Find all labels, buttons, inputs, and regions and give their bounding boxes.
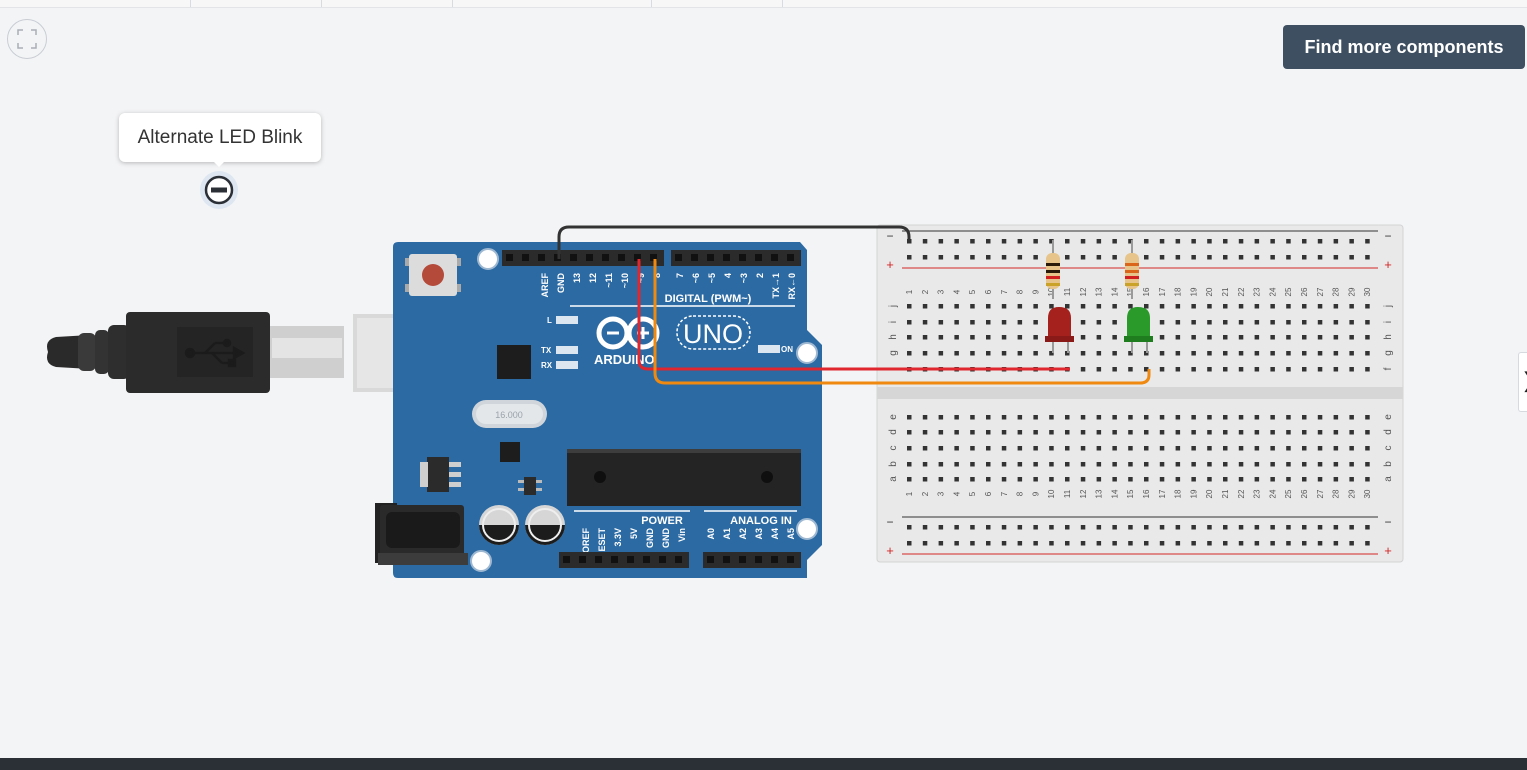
chevron-right-icon: ❯ (1522, 368, 1527, 393)
resistor-green-led[interactable] (1125, 240, 1139, 299)
resistor-red-led[interactable] (1046, 240, 1060, 299)
annotation-text: Alternate LED Blink (137, 126, 303, 148)
fit-view-button[interactable] (7, 19, 47, 59)
bottom-status-bar (0, 758, 1527, 770)
minus-circle-icon (204, 175, 234, 205)
code-panel-toggle[interactable]: ❯ (1518, 352, 1527, 412)
tab-separator (190, 0, 191, 7)
led-green[interactable] (1124, 307, 1153, 353)
fit-view-icon (17, 29, 37, 49)
top-tab-strip (0, 0, 1527, 8)
annotation-note[interactable]: Alternate LED Blink (119, 113, 321, 162)
wire-gnd[interactable] (557, 225, 911, 259)
led-red[interactable] (1045, 307, 1074, 353)
breadboard[interactable] (876, 224, 1404, 563)
tab-separator (782, 0, 783, 7)
wire-orange[interactable] (653, 259, 1151, 385)
annotation-toggle-button[interactable] (200, 171, 238, 209)
wire-red[interactable] (637, 259, 1070, 371)
annotation-pointer (212, 160, 226, 167)
find-more-components-button[interactable]: Find more components (1283, 25, 1525, 69)
tab-separator (452, 0, 453, 7)
arduino-uno-board[interactable] (393, 242, 822, 578)
tab-separator (321, 0, 322, 7)
tab-separator (651, 0, 652, 7)
